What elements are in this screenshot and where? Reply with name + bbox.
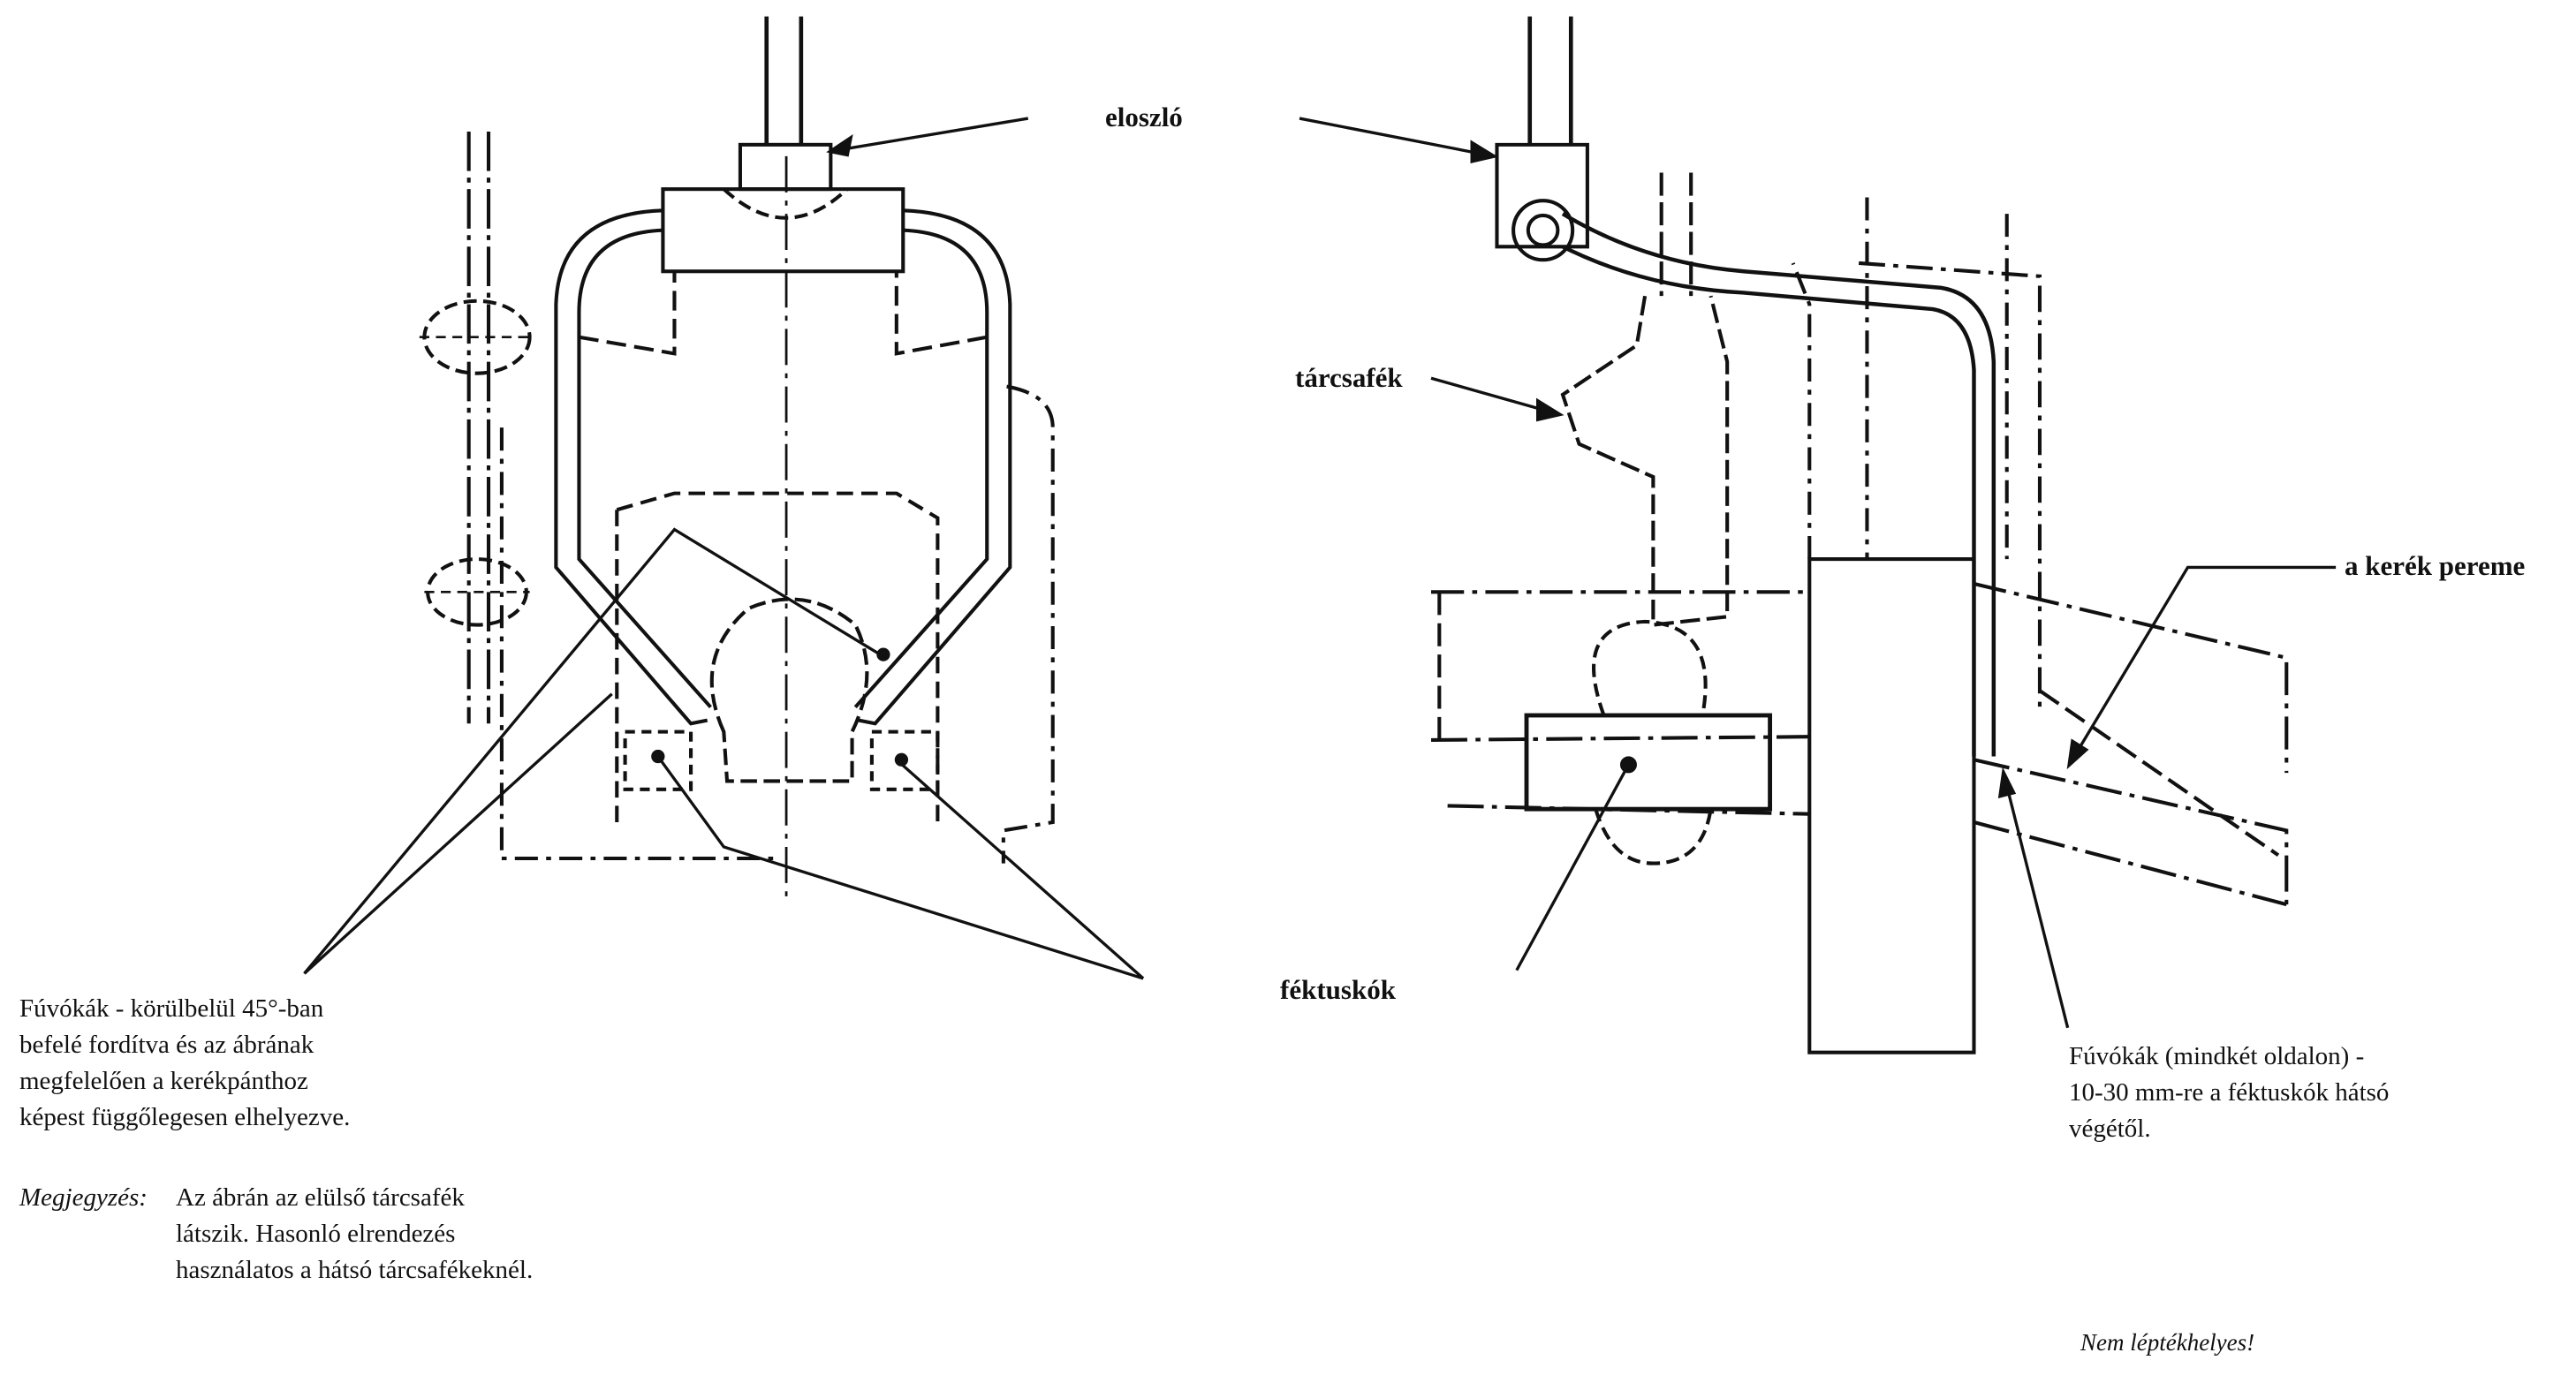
remark-line: használatos a hátsó tárcsafékeknél. <box>176 1256 534 1284</box>
remark-line: Az ábrán az elülső tárcsafék <box>176 1183 465 1212</box>
label-disc-brake: tárcsafék <box>1295 362 1403 393</box>
label-distributor: eloszló <box>1105 102 1183 132</box>
note-line: befelé fordítva és az ábrának <box>19 1031 314 1059</box>
note-line: Fúvókák (mindkét oldalon) - <box>2069 1042 2365 1070</box>
left-note: Fúvókák - körülbelül 45°-ban befelé ford… <box>19 991 350 1136</box>
note-line: 10-30 mm-re a féktuskók hátsó <box>2069 1078 2390 1107</box>
note-line: képest függőlegesen elhelyezve. <box>19 1103 351 1131</box>
note-line: megfelelően a kerékpánthoz <box>19 1067 308 1095</box>
front-view-drawing <box>303 16 1145 980</box>
label-brake-blocks: féktuskók <box>1280 974 1396 1005</box>
scale-note: Nem léptékhelyes! <box>2080 1329 2255 1356</box>
remark-line: látszik. Hasonló elrendezés <box>176 1220 456 1248</box>
remark-text: Az ábrán az elülső tárcsafék látszik. Ha… <box>176 1180 533 1289</box>
remark-label: Megjegyzés: <box>19 1183 148 1212</box>
note-line: végétől. <box>2069 1115 2151 1143</box>
label-wheel-flange: a kerék pereme <box>2345 550 2526 581</box>
side-view-drawing <box>1299 16 2337 1054</box>
note-line: Fúvókák - körülbelül 45°-ban <box>19 994 324 1023</box>
right-note: Fúvókák (mindkét oldalon) - 10-30 mm-re … <box>2069 1039 2389 1147</box>
